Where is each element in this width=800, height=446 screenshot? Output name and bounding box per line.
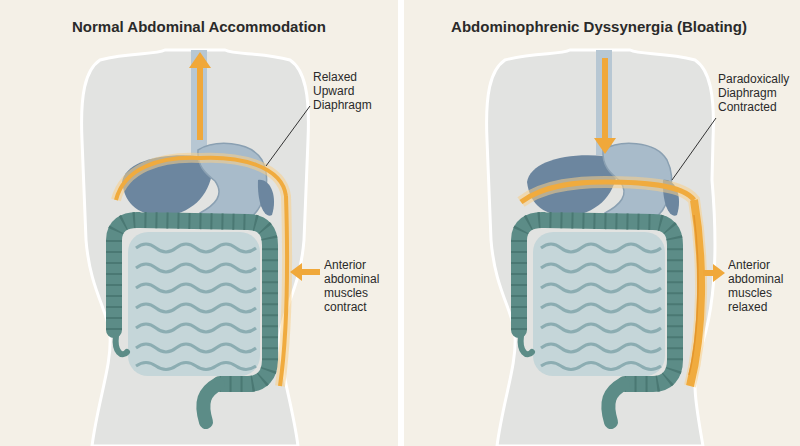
- callout-label: Anterior abdominal muscles relaxed: [728, 258, 795, 314]
- diaphragm: [116, 158, 286, 200]
- arrow-head: [189, 52, 211, 68]
- organs: [114, 50, 274, 422]
- panel-title: Normal Abdominal Accommodation: [0, 18, 398, 36]
- panel-background: [0, 0, 398, 446]
- torso-outline: [82, 50, 309, 446]
- panel-background: [404, 0, 800, 446]
- arrow-head: [594, 138, 616, 154]
- diaphragm-glow: [116, 158, 287, 386]
- arrow-shaft: [197, 64, 203, 140]
- arrow-head: [290, 263, 302, 281]
- torso-outline: [487, 50, 715, 446]
- callout-label: Paradoxically Diaphragm Contracted: [718, 72, 796, 114]
- callout-label: Relaxed Upward Diaphragm: [313, 70, 397, 112]
- abdominal-muscle: [690, 200, 701, 386]
- leader-line: [672, 118, 716, 180]
- arrow-head: [713, 264, 725, 282]
- diaphragm: [521, 182, 694, 202]
- abdominal-muscle: [280, 196, 287, 386]
- leader-line: [266, 106, 310, 166]
- organs: [519, 50, 679, 422]
- arrow-shaft: [300, 269, 320, 275]
- diaphragm-glow: [521, 182, 701, 386]
- arrow-shaft: [602, 58, 608, 140]
- muscle-fibre: [689, 215, 698, 375]
- callout-label: Anterior abdominal muscles contract: [324, 258, 394, 314]
- panel-title: Abdominophrenic Dyssynergia (Bloating): [401, 18, 797, 36]
